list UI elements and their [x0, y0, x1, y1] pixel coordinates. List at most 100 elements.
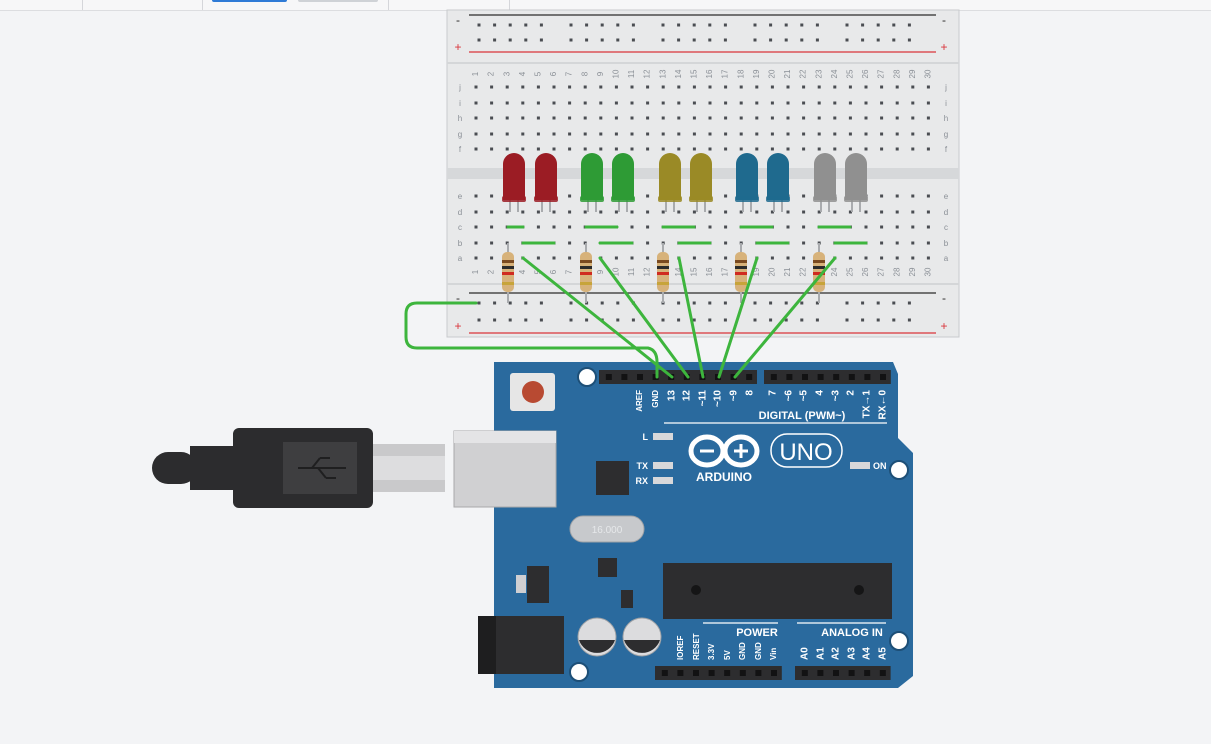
- rail-minus-label: -: [456, 291, 460, 305]
- rail-minus-label: -: [942, 13, 946, 27]
- arduino-uno-board[interactable]: 16.000 L TX RX ON: [453, 362, 913, 688]
- row-letter: i: [945, 99, 947, 108]
- breadboard-hole: [490, 194, 494, 198]
- leds[interactable]: [502, 153, 868, 212]
- header-pin[interactable]: [739, 670, 746, 676]
- header-pin[interactable]: [864, 374, 871, 380]
- header-pin[interactable]: [724, 670, 731, 676]
- jumper-wire[interactable]: [677, 256, 705, 379]
- arduino-logo-icon: [688, 434, 760, 468]
- header-pin[interactable]: [786, 374, 793, 380]
- rail-hole: [861, 23, 865, 27]
- reset-button-cap[interactable]: [522, 381, 544, 403]
- rail-hole: [708, 38, 712, 42]
- jumper-wire[interactable]: [404, 301, 659, 379]
- breadboard-divider: [447, 62, 959, 64]
- breadboard-hole: [521, 116, 525, 120]
- breadboard-hole: [817, 132, 821, 136]
- header-pin[interactable]: [621, 374, 628, 380]
- rail-hole: [585, 23, 589, 27]
- capacitor-stripe: [579, 640, 615, 653]
- header-pin[interactable]: [677, 670, 684, 676]
- resistor-band: [813, 272, 825, 275]
- usb-cable[interactable]: [152, 428, 445, 508]
- breadboard-hole: [895, 194, 899, 198]
- rail-hole: [723, 23, 727, 27]
- row-letter: d: [458, 208, 462, 217]
- header-pin[interactable]: [833, 374, 840, 380]
- header-pin[interactable]: [693, 670, 699, 676]
- led-rx-indicator: [653, 477, 673, 484]
- breadboard-hole: [583, 116, 587, 120]
- header-pin[interactable]: [605, 374, 612, 380]
- header-pin[interactable]: [771, 670, 777, 676]
- analog-pin-label: A3: [847, 647, 858, 660]
- rail-hole: [661, 318, 665, 322]
- breadboard-hole: [724, 132, 728, 136]
- breadboard-hole: [848, 147, 852, 151]
- header-pin[interactable]: [746, 374, 753, 380]
- header-pin[interactable]: [817, 374, 824, 380]
- breadboard-hole: [505, 132, 509, 136]
- header-pin[interactable]: [833, 670, 839, 676]
- rail-hole: [600, 301, 604, 305]
- jumper-wire[interactable]: [598, 256, 690, 379]
- breadboard-hole: [724, 210, 728, 214]
- pin-headers[interactable]: [599, 370, 891, 680]
- header-pin[interactable]: [880, 374, 886, 380]
- header-pin[interactable]: [770, 374, 777, 380]
- header-pin[interactable]: [848, 670, 855, 676]
- toolbar-tab-active[interactable]: [212, 0, 287, 2]
- led-blue[interactable]: [736, 153, 758, 200]
- led-tx-label: TX: [636, 461, 648, 471]
- led-blue[interactable]: [767, 153, 789, 200]
- header-pin[interactable]: [637, 374, 643, 380]
- header-pin[interactable]: [802, 374, 808, 380]
- breadboard-hole: [568, 132, 572, 136]
- jumper-wire[interactable]: [733, 256, 837, 379]
- breadboard-hole: [926, 132, 930, 136]
- breadboard-hole: [770, 210, 774, 214]
- mounting-hole: [577, 367, 597, 387]
- breadboard-hole: [911, 210, 915, 214]
- toolbar-tab[interactable]: [298, 0, 378, 2]
- resistors[interactable]: [502, 243, 825, 303]
- breadboard-hole: [724, 256, 728, 260]
- mounting-hole: [889, 631, 909, 651]
- header-pin[interactable]: [708, 670, 715, 676]
- led-green[interactable]: [612, 153, 634, 200]
- rail-hole: [692, 301, 696, 305]
- led-white[interactable]: [814, 153, 836, 200]
- wires[interactable]: [404, 225, 868, 379]
- breadboard-hole: [599, 147, 603, 151]
- jumper-wire[interactable]: [717, 256, 759, 379]
- rail-hole: [861, 38, 865, 42]
- breadboard-hole: [724, 225, 728, 229]
- header-pin[interactable]: [801, 670, 808, 676]
- breadboard-hole: [911, 116, 915, 120]
- column-number: 13: [658, 69, 667, 78]
- jumper-wire[interactable]: [521, 256, 674, 379]
- breadboard-hole: [661, 101, 665, 105]
- led-yellow[interactable]: [690, 153, 712, 200]
- led-white[interactable]: [845, 153, 867, 200]
- rail-hole: [539, 23, 543, 27]
- chip-notch: [854, 585, 864, 595]
- column-number: 22: [799, 69, 808, 78]
- row-letter: b: [458, 239, 463, 248]
- led-red[interactable]: [535, 153, 557, 200]
- header-pin[interactable]: [661, 670, 668, 676]
- led-green[interactable]: [581, 153, 603, 200]
- header-pin[interactable]: [755, 670, 762, 676]
- breadboard-hole: [614, 256, 618, 260]
- led-red[interactable]: [503, 153, 525, 200]
- led-yellow[interactable]: [659, 153, 681, 200]
- analog-header: [795, 666, 891, 680]
- header-pin[interactable]: [848, 374, 855, 380]
- header-pin[interactable]: [864, 670, 871, 676]
- breadboard-hole: [505, 147, 509, 151]
- header-pin[interactable]: [817, 670, 824, 676]
- model-label: UNO: [779, 439, 832, 466]
- header-pin[interactable]: [879, 670, 886, 676]
